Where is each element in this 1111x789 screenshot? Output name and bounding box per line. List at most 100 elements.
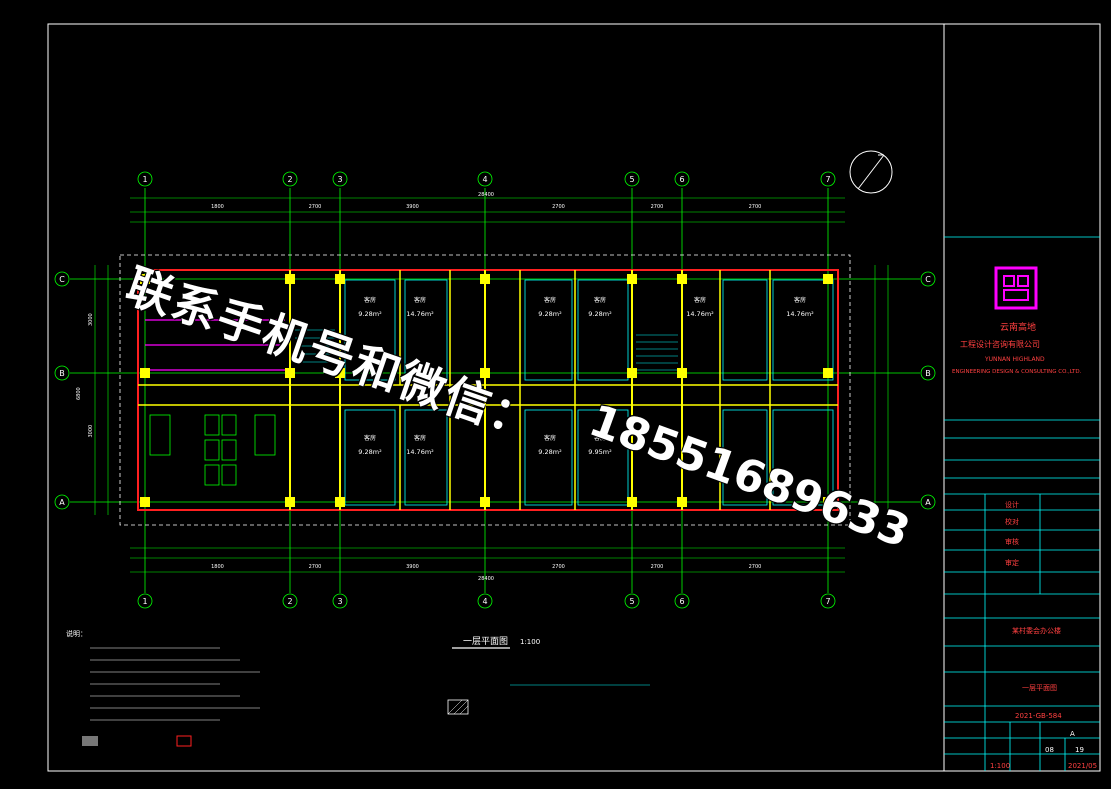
room-label: 客房	[414, 434, 426, 442]
room-labels: 客房 9.28m² 客房 14.76m² 客房 9.28m² 客房 9.28m² 客房 14.76…	[358, 296, 814, 456]
axis-bubble-7	[820, 171, 836, 187]
axis-bubble-B	[920, 365, 936, 381]
dim-bottom-2: 2700	[309, 564, 322, 570]
column-marker	[823, 274, 833, 284]
axis-bubble-2	[282, 171, 298, 187]
column-marker	[823, 497, 833, 507]
column-marker	[480, 368, 490, 378]
axis-bubble-7	[820, 593, 836, 609]
room-area: 14.76m²	[786, 310, 814, 318]
room-area: 9.28m²	[358, 448, 382, 456]
axis-bubble-1	[137, 171, 153, 187]
building-outline	[119, 254, 851, 526]
role-check: 校对	[1005, 517, 1019, 526]
axis-label-1: 1	[142, 175, 147, 184]
sheet-total: 19	[1075, 746, 1084, 754]
dim-top-2: 2700	[309, 204, 322, 210]
red-legend-swatch	[176, 735, 192, 747]
room-area: 9.28m²	[538, 310, 562, 318]
dimension-lines: 1800180027002700390039002700270027002700…	[76, 192, 889, 582]
dim-top-total: 28400	[478, 192, 494, 198]
dim-bottom-1: 1800	[211, 564, 224, 570]
room-label: 客房	[594, 434, 606, 442]
gray-legend-swatch	[82, 736, 98, 746]
room-area: 9.95m²	[588, 448, 612, 456]
room-area: 9.28m²	[588, 310, 612, 318]
column-marker	[677, 274, 687, 284]
dim-top-3: 3900	[406, 204, 419, 210]
column-marker	[677, 497, 687, 507]
axis-bubble-5	[624, 171, 640, 187]
room-label: 客房	[364, 434, 376, 442]
axis-bubble-A	[920, 494, 936, 510]
column-marker	[140, 274, 150, 284]
axis-label-A: A	[59, 498, 65, 507]
company-name-en2: ENGINEERING DESIGN & CONSULTING CO.,LTD.	[952, 369, 1082, 375]
column-marker	[140, 497, 150, 507]
axis-bubble-4	[477, 171, 493, 187]
axis-label-C: C	[925, 275, 931, 284]
column-marker	[140, 368, 150, 378]
axis-label-6: 6	[679, 597, 684, 606]
hatch-legend-swatch	[447, 699, 469, 715]
axis-bubble-B	[54, 365, 70, 381]
north-arrow-icon	[849, 150, 893, 194]
axis-label-2: 2	[287, 175, 292, 184]
role-approve: 审定	[1005, 558, 1019, 567]
column-marker	[480, 497, 490, 507]
column-marker	[627, 274, 637, 284]
axis-label-1: 1	[142, 597, 147, 606]
column-marker	[335, 497, 345, 507]
room-label: 客房	[364, 296, 376, 304]
company-name-en1: YUNNAN HIGHLAND	[984, 356, 1045, 363]
column-marker	[480, 274, 490, 284]
dim-side-2: 3000	[88, 425, 94, 438]
axis-label-6: 6	[679, 175, 684, 184]
dim-top-5: 2700	[651, 204, 664, 210]
room-label: 客房	[544, 296, 556, 304]
room-label: 客房	[694, 296, 706, 304]
drawing-name: 一层平面图	[1022, 684, 1057, 692]
room-label: 客房	[794, 296, 806, 304]
axis-label-B: B	[925, 369, 931, 378]
axis-bubble-4	[477, 593, 493, 609]
drawing-number: 2021-GB-584	[1015, 712, 1062, 720]
role-review: 审核	[1005, 537, 1019, 546]
axis-bubble-2	[282, 593, 298, 609]
room-label: 客房	[414, 296, 426, 304]
axis-label-4: 4	[482, 175, 487, 184]
drawing-frame	[47, 23, 1101, 772]
column-marker	[285, 497, 295, 507]
room-area: 14.76m²	[686, 310, 714, 318]
company-logo	[994, 266, 1038, 310]
axis-label-5: 5	[629, 175, 634, 184]
axis-bubble-A	[54, 494, 70, 510]
axis-label-3: 3	[337, 175, 342, 184]
plan-scale: 1:100	[520, 638, 540, 646]
dim-bottom-total: 28400	[478, 576, 494, 582]
dim-bottom-5: 2700	[651, 564, 664, 570]
column-marker	[285, 368, 295, 378]
axis-label-7: 7	[825, 597, 830, 606]
axis-bubble-3	[332, 593, 348, 609]
room-label: 客房	[594, 296, 606, 304]
dim-top-4: 2700	[552, 204, 565, 210]
room-area: 14.76m²	[406, 448, 434, 456]
date-value: 2021/05	[1068, 762, 1097, 770]
column-marker	[335, 368, 345, 378]
axis-bubble-1	[137, 593, 153, 609]
title-block	[944, 236, 1100, 771]
dim-side-1: 3000	[88, 313, 94, 326]
company-name-cn2: 工程设计咨询有限公司	[960, 339, 1040, 349]
axis-bubble-3	[332, 171, 348, 187]
plan-title: 一层平面图	[463, 636, 508, 647]
axis-label-3: 3	[337, 597, 342, 606]
version-value: A	[1070, 730, 1075, 738]
axis-bubble-6	[674, 593, 690, 609]
dim-bottom-3: 3900	[406, 564, 419, 570]
company-name-cn: 云南高地	[1000, 321, 1036, 333]
axis-bubble-C	[920, 271, 936, 287]
column-marker	[677, 368, 687, 378]
axis-label-2: 2	[287, 597, 292, 606]
